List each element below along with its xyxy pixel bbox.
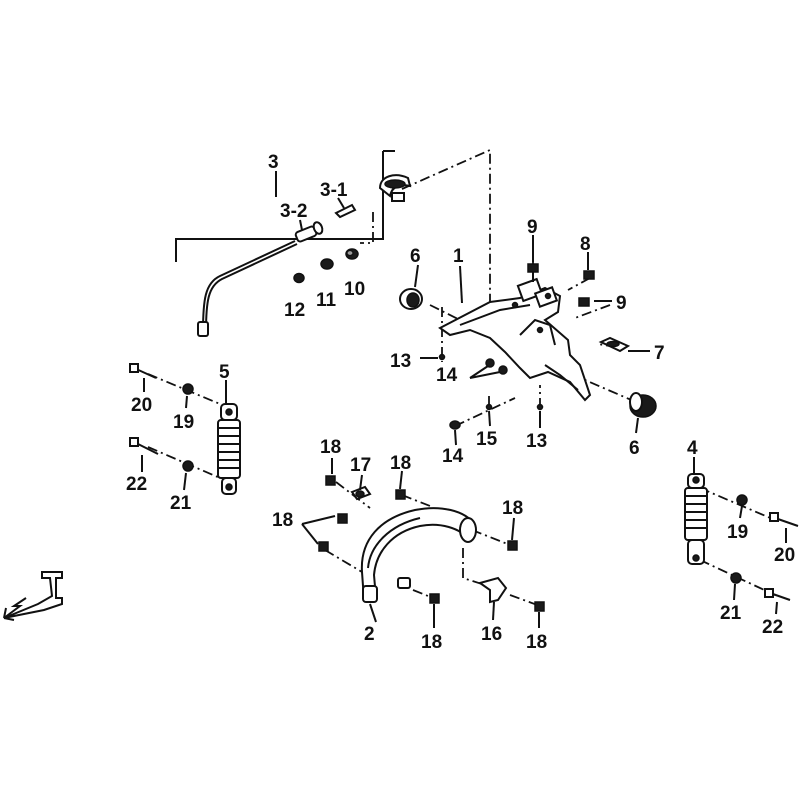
nut-14-lower — [449, 420, 461, 430]
callout-14-pair: 14 — [436, 365, 458, 386]
callout-20-left: 20 — [131, 395, 152, 416]
callout-3: 3 — [268, 152, 279, 173]
bolt-22-left — [129, 437, 159, 455]
bolt-8 — [583, 270, 595, 280]
callout-22-right: 22 — [762, 617, 783, 638]
rubber-cap-6-right — [629, 392, 657, 418]
washer-12 — [293, 272, 305, 284]
callout-18-b: 18 — [390, 453, 411, 474]
callout-15: 15 — [476, 429, 498, 450]
callout-18-leaders — [301, 515, 336, 545]
callout-18-a: 18 — [320, 437, 341, 458]
callout-10: 10 — [344, 279, 365, 300]
rubber-plate-7 — [598, 336, 631, 353]
bolt-18-a — [325, 475, 336, 486]
bolt-9-right — [578, 297, 590, 307]
bolt-18-g — [534, 601, 545, 612]
bracket-16 — [477, 576, 508, 604]
callout-4: 4 — [687, 438, 698, 459]
nut-14-pair — [485, 358, 508, 375]
callout-1: 1 — [453, 246, 464, 267]
callout-18-c: 18 — [272, 510, 293, 531]
callout-19-left: 19 — [173, 412, 194, 433]
bolt-18-c — [337, 513, 348, 524]
callout-17: 17 — [350, 455, 371, 476]
bolt-18-f — [429, 593, 440, 604]
callout-18-f: 18 — [526, 632, 547, 653]
rear-fender — [360, 507, 477, 603]
front-direction-marker — [3, 571, 63, 621]
bolt-22-right — [764, 588, 791, 601]
callout-8: 8 — [580, 234, 591, 255]
switch-housing-part — [378, 174, 412, 202]
washer-21-right — [730, 572, 742, 584]
callout-3-1: 3-1 — [320, 180, 348, 201]
bolt-9-top — [527, 263, 539, 282]
bolt-20-right — [769, 512, 799, 527]
callout-16: 16 — [481, 624, 502, 645]
clip-17 — [350, 485, 372, 501]
callout-3-2: 3-2 — [280, 201, 307, 222]
bolt-13-right — [536, 403, 544, 411]
callout-19-right: 19 — [727, 522, 748, 543]
callout-5: 5 — [219, 362, 230, 383]
washer-21-left — [182, 460, 194, 472]
callout-13-right: 13 — [526, 431, 547, 452]
small-clip-3-1 — [334, 203, 357, 219]
callout-18-e: 18 — [421, 632, 442, 653]
shock-absorber-right — [684, 473, 708, 565]
shock-absorber-left — [217, 403, 241, 495]
callout-labels: 3 3-1 3-2 1 6 6 9 9 8 7 10 11 12 13 13 1… — [126, 152, 795, 653]
callout-21-left: 21 — [170, 493, 192, 514]
washer-19-left — [182, 383, 194, 395]
rubber-cap-6-left — [399, 288, 423, 310]
callout-9-top: 9 — [527, 217, 538, 238]
washer-11 — [320, 258, 334, 270]
cable-part — [197, 221, 324, 337]
callout-2: 2 — [364, 624, 375, 645]
callout-leader-ticks — [141, 197, 787, 628]
bolt-13-left — [438, 353, 446, 361]
callout-14-lower: 14 — [442, 446, 464, 467]
callout-6-right: 6 — [629, 438, 640, 459]
callout-21-right: 21 — [720, 603, 742, 624]
callout-12: 12 — [284, 300, 305, 321]
cable-assembly-bracket — [175, 150, 395, 262]
washer-19-right — [736, 494, 748, 506]
callout-7: 7 — [654, 343, 665, 364]
callout-13-left: 13 — [390, 351, 411, 372]
callout-20-right: 20 — [774, 545, 795, 566]
washer-15 — [485, 403, 493, 411]
callout-18-d: 18 — [502, 498, 523, 519]
bolt-18-d — [318, 541, 329, 552]
bolt-18-b — [395, 489, 406, 500]
bolt-18-e — [507, 540, 518, 551]
callout-11: 11 — [316, 290, 337, 311]
callout-22-left: 22 — [126, 474, 147, 495]
callout-14-leaders — [469, 365, 501, 379]
callout-6-left: 6 — [410, 246, 421, 267]
rear-carrier-bracket — [438, 277, 592, 402]
bolt-20-left — [129, 363, 157, 379]
callout-9-right: 9 — [616, 293, 627, 314]
washer-10 — [345, 248, 359, 260]
